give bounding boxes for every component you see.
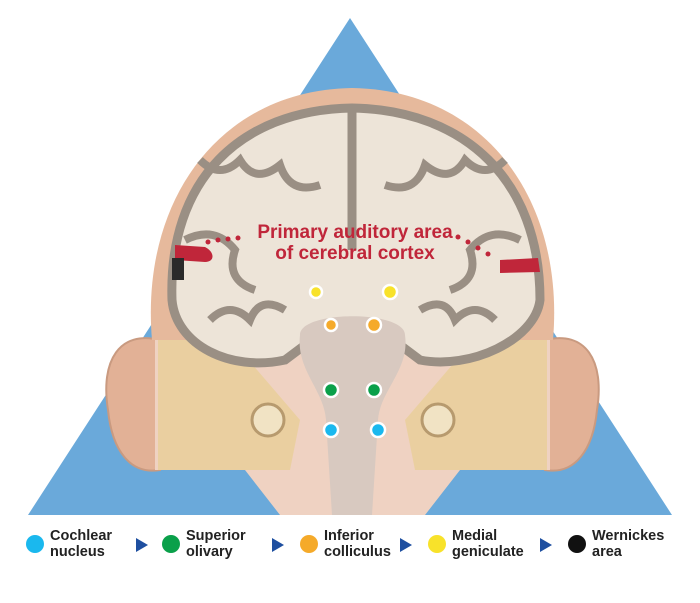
- right-primary-auditory-area: [500, 258, 540, 273]
- right-gyri: [383, 153, 522, 328]
- left-gyri: [183, 153, 322, 328]
- arrow-right-icon: [136, 538, 148, 552]
- cochlear-nucleus-swatch: [26, 535, 44, 553]
- brainstem: [299, 316, 406, 515]
- cochlear-nucleus-right: [369, 421, 387, 439]
- inferior-colliculus-swatch: [300, 535, 318, 553]
- leader-dots-left: [205, 235, 241, 245]
- superior-olivary-right: [365, 381, 383, 399]
- legend-line: Wernickes: [592, 528, 665, 544]
- label-line-1: Primary auditory area: [257, 222, 453, 243]
- legend-line: Cochlear: [50, 528, 113, 544]
- arrow-right-icon: [540, 538, 552, 552]
- left-primary-auditory-area: [175, 245, 213, 262]
- inferior-colliculus-left: [323, 317, 339, 333]
- right-ear: [544, 337, 600, 472]
- leader-dots-right: [455, 234, 491, 257]
- legend-line: geniculate: [452, 544, 524, 560]
- medial-geniculate-swatch: [428, 535, 446, 553]
- legend-line: Inferior: [324, 528, 374, 544]
- legend-line: area: [592, 544, 622, 560]
- medial-geniculate-left: [308, 284, 324, 300]
- wernickes-area-swatch: [568, 535, 586, 553]
- inferior-colliculus-right: [365, 316, 383, 334]
- legend-line: Superior: [186, 528, 246, 544]
- legend-line: nucleus: [50, 544, 105, 560]
- primary-auditory-area-label: Primary auditory area of cerebral cortex: [200, 222, 510, 264]
- superior-olivary-swatch: [162, 535, 180, 553]
- arrow-right-icon: [272, 538, 284, 552]
- legend-line: Medial: [452, 528, 498, 544]
- left-ear: [105, 337, 161, 472]
- arrow-right-icon: [400, 538, 412, 552]
- legend-line: colliculus: [324, 544, 391, 560]
- label-line-2: of cerebral cortex: [275, 243, 435, 264]
- legend-line: olivary: [186, 544, 233, 560]
- left-cochlea: [250, 402, 286, 438]
- medial-geniculate-right: [381, 283, 399, 301]
- superior-olivary-left: [322, 381, 340, 399]
- right-cochlea: [420, 402, 456, 438]
- wernickes-area: [172, 258, 184, 280]
- cochlear-nucleus-left: [322, 421, 340, 439]
